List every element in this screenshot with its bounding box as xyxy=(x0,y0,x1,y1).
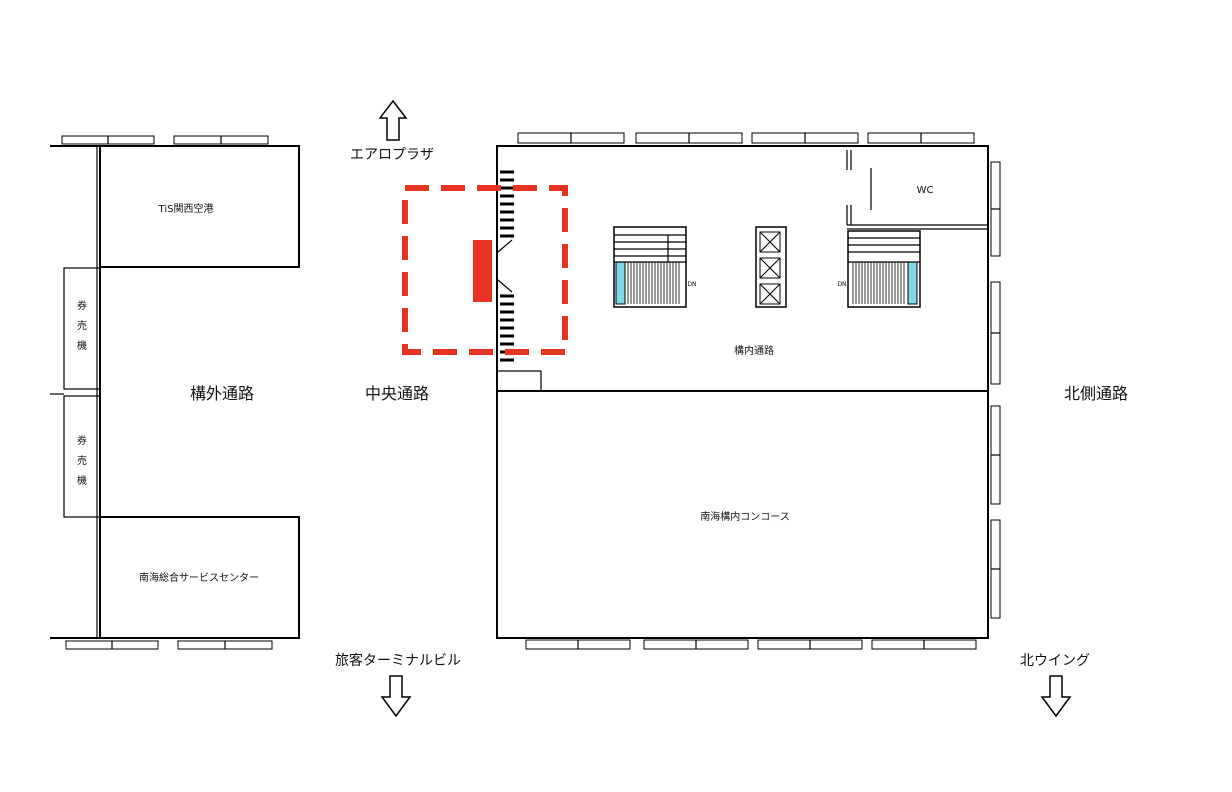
label-inside-passage: 構内通路 xyxy=(734,344,774,357)
label-ticket-machine-1-b: 売 xyxy=(77,319,87,332)
ticket-machine-box xyxy=(63,267,101,390)
ticket-gates xyxy=(497,170,514,362)
label-ticket-machine-2-c: 機 xyxy=(77,474,87,487)
label-service-center: 南海総合サービスセンター xyxy=(139,571,259,584)
service-center-room xyxy=(99,516,300,639)
label-concourse: 南海構内コンコース xyxy=(700,510,790,523)
stairs-right xyxy=(847,230,921,308)
down-arrow-icon xyxy=(1040,675,1072,718)
label-central-passage: 中央通路 xyxy=(365,384,429,403)
ticket-machine-box xyxy=(63,395,101,518)
label-north-passage: 北側通路 xyxy=(1064,384,1128,403)
label-ticket-machine-2-b: 売 xyxy=(77,454,87,467)
label-ticket-machine-1-a: 券 xyxy=(77,299,87,312)
label-dn-left: DN xyxy=(687,281,696,288)
label-tis: TiS関西空港 xyxy=(158,202,214,215)
label-ticket-machine-2-a: 券 xyxy=(77,434,87,447)
small-room xyxy=(496,370,542,392)
label-north-wing: 北ウイング xyxy=(1020,653,1090,669)
stairs-left xyxy=(613,226,687,308)
down-arrow-icon xyxy=(380,675,412,718)
label-wc: WC xyxy=(917,185,934,196)
label-ticket-machine-1-c: 機 xyxy=(77,339,87,352)
highlight-marker xyxy=(402,185,568,355)
left-building xyxy=(50,135,300,650)
label-aero-plaza: エアロプラザ xyxy=(350,147,434,163)
label-outside-passage: 構外通路 xyxy=(190,384,254,403)
up-arrow-icon xyxy=(378,99,408,141)
right-building xyxy=(496,132,1001,650)
label-dn-right: DN xyxy=(837,281,846,288)
current-location-marker xyxy=(473,240,492,302)
tis-room xyxy=(99,145,300,268)
label-terminal-building: 旅客ターミナルビル xyxy=(335,652,461,669)
elevator-icon xyxy=(755,226,787,308)
